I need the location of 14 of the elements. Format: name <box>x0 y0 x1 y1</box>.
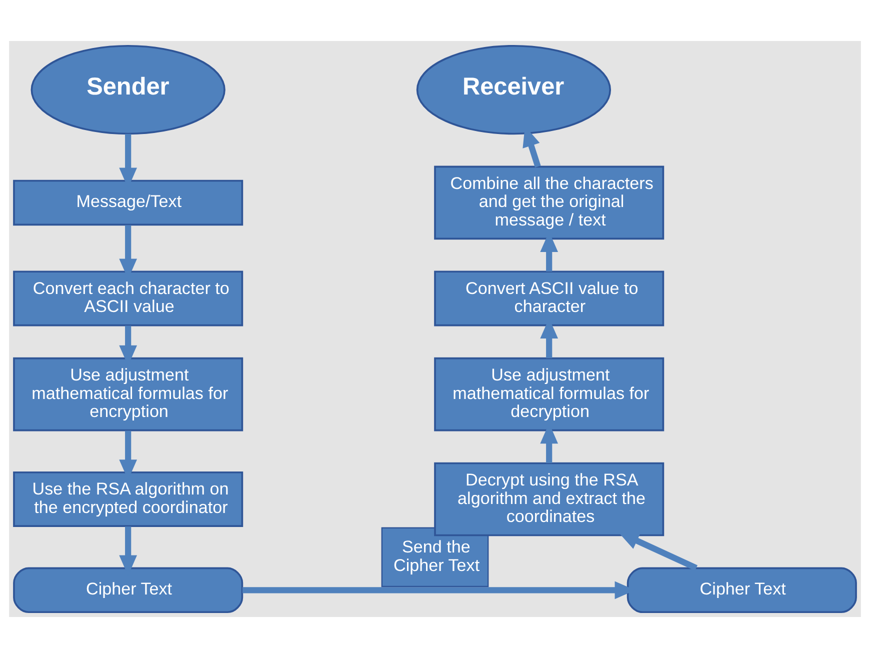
node-box: Convert each character to ASCII value <box>12 270 243 326</box>
node-box: Cipher Text <box>626 567 856 614</box>
edge-label: Send the Cipher Text <box>393 538 480 575</box>
node-ellipse: Sender <box>30 44 225 135</box>
node-ellipse: Receiver <box>416 44 611 135</box>
node-box: Convert ASCII value to character <box>434 270 664 326</box>
arrow <box>618 532 697 571</box>
node-box: Use adjustment mathematical formulas for decryption <box>434 357 664 432</box>
node-box: Message/Text <box>12 180 243 226</box>
node-box: Use adjustment mathematical formulas for encryption <box>12 357 243 432</box>
node-box: Cipher Text <box>12 567 243 614</box>
node-box: Use the RSA algorithm on the encrypted coordinator <box>12 471 243 527</box>
node-box: Combine all the characters and get the original message / text <box>434 166 664 240</box>
node-box: Decrypt using the RSA algorithm and extract the coordinates <box>434 462 664 536</box>
